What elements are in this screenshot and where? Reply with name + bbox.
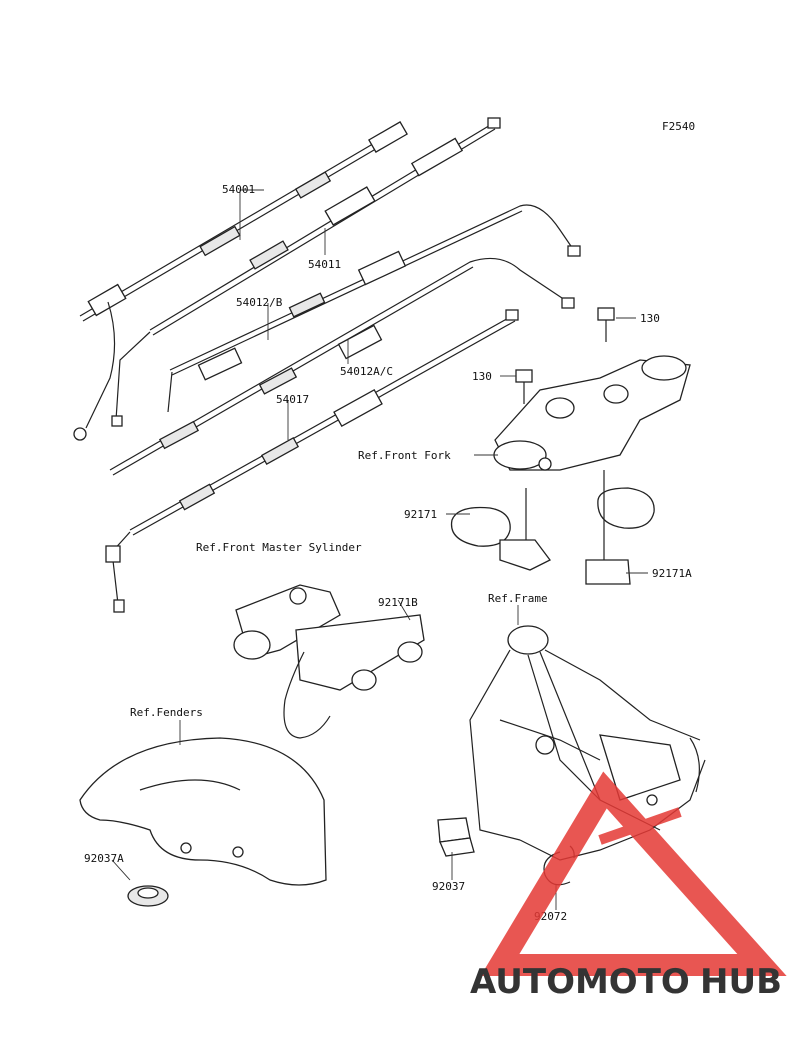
label-ref-fenders: Ref.Fenders	[130, 706, 203, 719]
label-54012b: 54012/B	[236, 296, 283, 309]
bracket-92171	[450, 488, 551, 571]
front-fork-bridge	[493, 355, 691, 471]
master-cylinder	[233, 584, 425, 739]
bolt-130-upper	[597, 307, 615, 342]
label-54011: 54011	[308, 258, 341, 271]
bracket-92171a	[585, 470, 655, 585]
label-92171b: 92171B	[378, 596, 418, 609]
label-54001: 54001	[222, 183, 255, 196]
label-92171a: 92171A	[652, 567, 692, 580]
cable-54001	[73, 121, 408, 441]
front-fender	[79, 737, 327, 886]
grommet-92037a	[127, 885, 169, 907]
label-92171: 92171	[404, 508, 437, 521]
watermark-logo: AUTOMOTO HUB	[470, 771, 787, 1002]
figure-code: F2540	[662, 120, 695, 133]
watermark-text-hub: HUB	[700, 962, 782, 1002]
label-ref-front-fork: Ref.Front Fork	[358, 449, 451, 462]
bolt-130-lower	[515, 369, 533, 404]
cable-54012b	[167, 204, 581, 413]
cable-54017	[105, 309, 519, 613]
label-92037a: 92037A	[84, 852, 124, 865]
watermark-text-automoto: AUTOMOTO	[470, 962, 690, 1002]
cable-54012ac	[109, 257, 575, 476]
cable-54011	[111, 117, 501, 427]
label-ref-frame: Ref.Frame	[488, 592, 548, 605]
label-ref-master-cylinder: Ref.Front Master Sylinder	[196, 541, 362, 554]
label-130-upper: 130	[640, 312, 660, 325]
leader-lines	[111, 189, 648, 910]
label-130-lower: 130	[472, 370, 492, 383]
label-92037: 92037	[432, 880, 465, 893]
label-54017: 54017	[276, 393, 309, 406]
label-54012ac: 54012A/C	[340, 365, 393, 378]
clamp-92037	[437, 817, 475, 857]
